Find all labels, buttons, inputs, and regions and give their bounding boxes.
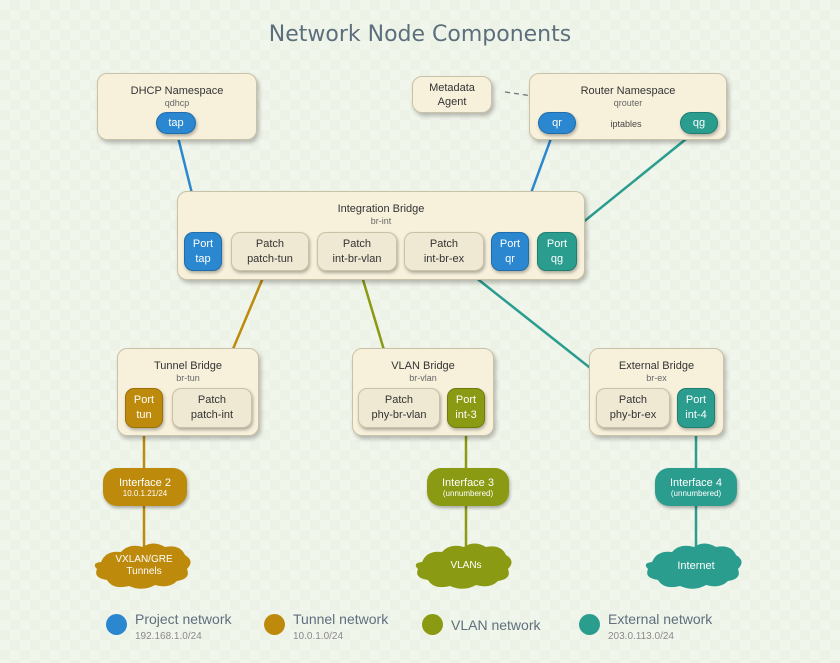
dhcp-namespace-title: DHCP Namespace bbox=[130, 85, 224, 97]
int-port-tap: Port tap bbox=[184, 232, 222, 271]
dhcp-namespace-sub: qdhcp bbox=[164, 98, 190, 108]
internet-cloud-shape bbox=[645, 543, 742, 589]
external-bridge-sub: br-ex bbox=[646, 373, 667, 383]
tunnel-patch-int: Patch patch-int bbox=[172, 388, 252, 428]
interface-3-name: Interface 3 bbox=[442, 476, 494, 489]
external-port-l2: int-4 bbox=[685, 409, 707, 421]
external-port-l1: Port bbox=[685, 394, 707, 406]
int-port-qr-l2: qr bbox=[505, 252, 515, 265]
int-port-qg-l1: Port bbox=[546, 237, 568, 250]
vlan-patch-l1: Patch bbox=[384, 394, 414, 406]
legend-external-dot bbox=[579, 614, 600, 635]
int-patch-tun-l1: Patch bbox=[255, 237, 285, 250]
int-port-tap-l2: tap bbox=[195, 252, 211, 265]
interface-3: Interface 3 (unnumbered) bbox=[427, 468, 509, 506]
int-port-tap-l1: Port bbox=[192, 237, 214, 250]
legend-tunnel-dot bbox=[264, 614, 285, 635]
vlan-patch-phy-br-vlan: Patch phy-br-vlan bbox=[358, 388, 440, 428]
int-port-qg-l2: qg bbox=[550, 252, 564, 265]
interface-4-name: Interface 4 bbox=[670, 476, 722, 489]
metadata-line2: Agent bbox=[437, 96, 467, 108]
router-namespace-sub: qrouter bbox=[613, 98, 643, 108]
vlan-bridge-sub: br-vlan bbox=[409, 373, 437, 383]
legend-project-label: Project network bbox=[135, 611, 232, 627]
router-qr-port: qr bbox=[538, 112, 576, 134]
int-patch-br-ex-l2: int-br-ex bbox=[423, 252, 465, 265]
router-qg-port: qg bbox=[680, 112, 718, 134]
tunnel-bridge-title: Tunnel Bridge bbox=[153, 360, 223, 372]
legend-tunnel-sub: 10.0.1.0/24 bbox=[293, 631, 344, 642]
tunnel-patch-l1: Patch bbox=[197, 394, 227, 406]
vxlan-cloud-l1: VXLAN/GRE bbox=[115, 554, 173, 565]
vlans-cloud-l1: VLANs bbox=[450, 560, 482, 571]
integration-bridge-sub: br-int bbox=[370, 216, 392, 226]
vlan-port-int3: Port int-3 bbox=[447, 388, 485, 428]
int-port-qr: Port qr bbox=[491, 232, 529, 271]
legend-project-sub: 192.168.1.0/24 bbox=[135, 631, 202, 642]
interface-4: Interface 4 (unnumbered) bbox=[655, 468, 737, 506]
external-patch-l2: phy-br-ex bbox=[609, 409, 657, 421]
int-patch-br-vlan: Patch int-br-vlan bbox=[317, 232, 397, 271]
interface-2-name: Interface 2 bbox=[119, 476, 171, 489]
metadata-line1: Metadata bbox=[429, 82, 475, 94]
vxlan-cloud-shape bbox=[94, 543, 191, 589]
tunnel-port-tun: Port tun bbox=[125, 388, 163, 428]
vlan-patch-l2: phy-br-vlan bbox=[371, 409, 427, 421]
external-patch-phy-br-ex: Patch phy-br-ex bbox=[596, 388, 670, 428]
external-patch-l1: Patch bbox=[618, 394, 648, 406]
vxlan-cloud-label: VXLAN/GRE Tunnels bbox=[104, 554, 184, 578]
metadata-agent-box: Metadata Agent bbox=[412, 76, 492, 113]
vlans-cloud-label: VLANs bbox=[426, 560, 506, 572]
interface-4-addr: (unnumbered) bbox=[670, 488, 722, 498]
legend-external-label: External network bbox=[608, 611, 713, 627]
tunnel-port-l1: Port bbox=[133, 394, 155, 406]
int-patch-br-ex: Patch int-br-ex bbox=[404, 232, 484, 271]
int-patch-tun-l2: patch-tun bbox=[247, 252, 293, 265]
router-namespace-title: Router Namespace bbox=[580, 85, 676, 97]
vlan-port-l2: int-3 bbox=[455, 409, 477, 421]
iptables-label: iptables bbox=[610, 119, 642, 129]
interface-3-addr: (unnumbered) bbox=[442, 488, 494, 498]
interface-2: Interface 2 10.0.1.21/24 bbox=[103, 468, 187, 506]
external-link-qg bbox=[565, 134, 692, 237]
legend-vlan-dot bbox=[422, 614, 443, 635]
vlans-cloud-shape bbox=[415, 543, 512, 589]
int-port-qr-l1: Port bbox=[499, 237, 521, 250]
external-port-int4: Port int-4 bbox=[677, 388, 715, 428]
internet-cloud-label: Internet bbox=[656, 560, 736, 572]
vlan-bridge-title: VLAN Bridge bbox=[391, 360, 455, 372]
legend-vlan-label: VLAN network bbox=[451, 617, 541, 633]
vxlan-cloud-l2: Tunnels bbox=[126, 566, 162, 577]
diagram-title: Network Node Components bbox=[268, 22, 572, 47]
legend-tunnel-label: Tunnel network bbox=[293, 611, 389, 627]
integration-bridge-title: Integration Bridge bbox=[337, 203, 425, 215]
internet-cloud-l1: Internet bbox=[677, 560, 715, 572]
legend-external-sub: 203.0.113.0/24 bbox=[608, 631, 674, 642]
interface-2-addr: 10.0.1.21/24 bbox=[122, 488, 168, 498]
int-patch-br-ex-l1: Patch bbox=[429, 237, 459, 250]
dhcp-tap-port: tap bbox=[156, 112, 196, 134]
legend-project-dot bbox=[106, 614, 127, 635]
tunnel-bridge-sub: br-tun bbox=[176, 373, 200, 383]
int-patch-br-vlan-l1: Patch bbox=[342, 237, 372, 250]
int-port-qg: Port qg bbox=[537, 232, 577, 271]
tunnel-port-l2: tun bbox=[136, 409, 152, 421]
tunnel-patch-l2: patch-int bbox=[190, 409, 234, 421]
external-bridge-title: External Bridge bbox=[618, 360, 695, 372]
int-patch-tun: Patch patch-tun bbox=[231, 232, 309, 271]
vlan-port-l1: Port bbox=[455, 394, 477, 406]
int-patch-br-vlan-l2: int-br-vlan bbox=[332, 252, 382, 265]
